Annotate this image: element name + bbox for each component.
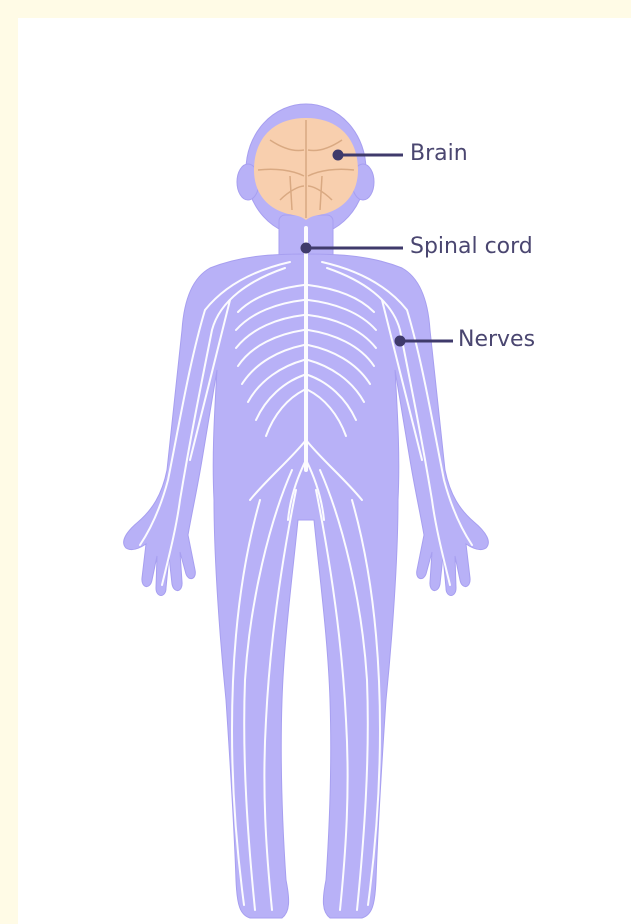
- brain-icon: [254, 118, 358, 220]
- brain-label: Brain: [410, 141, 468, 167]
- nerves-label: Nerves: [458, 327, 535, 353]
- spinal-cord-leader-dot: [302, 244, 310, 252]
- brain-leader-dot: [334, 151, 342, 159]
- spinal-cord-label: Spinal cord: [410, 234, 533, 260]
- nerves-leader-dot: [396, 337, 404, 345]
